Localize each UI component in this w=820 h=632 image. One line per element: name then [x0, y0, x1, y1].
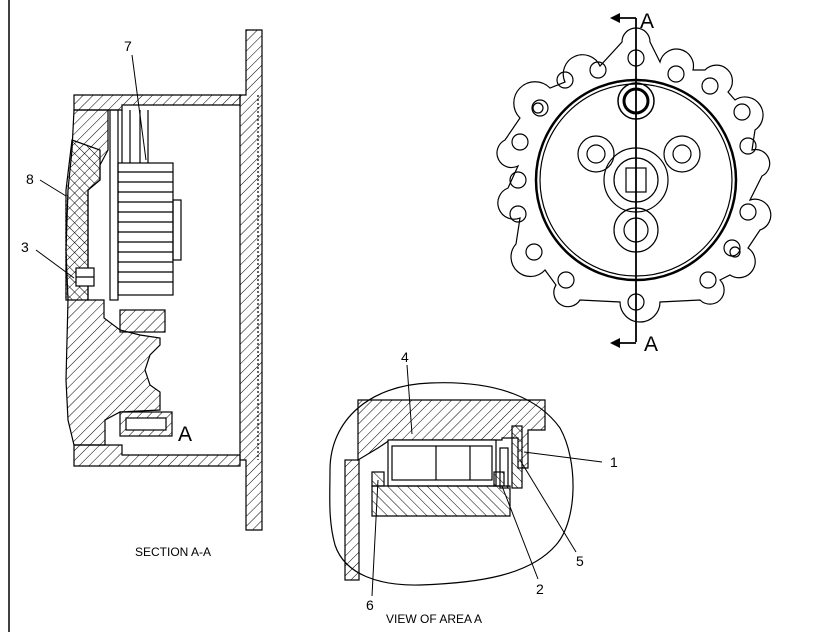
bolt-hole: [556, 71, 574, 89]
section-label-top: A: [640, 10, 654, 33]
mounting-flange-outline: [496, 27, 772, 323]
bolt-hole: [739, 203, 757, 221]
callout-4: 4: [401, 349, 409, 365]
detail-view: [329, 382, 574, 586]
section-a-a-view: [65, 29, 263, 531]
section-arrow-top-icon: [610, 13, 620, 23]
bolt-hole: [701, 77, 719, 95]
bolt-hole: [557, 271, 575, 289]
bolt-hole: [667, 65, 685, 83]
detail-leaders: [371, 364, 603, 597]
callout-2: 2: [536, 581, 544, 597]
gear-teeth: [118, 171, 173, 283]
callout-5: 5: [576, 553, 584, 569]
spacer-5: [499, 447, 509, 489]
section-label-bottom: A: [644, 333, 658, 356]
detail-boundary: [329, 382, 574, 586]
bolt-hole: [589, 61, 607, 79]
bolt-hole: [511, 133, 529, 151]
flange: [239, 29, 263, 531]
section-caption: SECTION A-A: [135, 545, 211, 559]
alignment-hole: [729, 246, 741, 258]
bolt-hole: [699, 271, 717, 289]
callout-1: 1: [610, 454, 618, 470]
top-view: [496, 17, 772, 344]
bolt-hole: [739, 137, 757, 155]
housing-bottom: [73, 444, 241, 467]
carrier-boss: [663, 135, 701, 173]
housing-cap: [65, 139, 101, 301]
ring-2: [493, 471, 505, 487]
callout-3: 3: [21, 239, 29, 255]
upper-bearing: [119, 309, 166, 333]
bolt-hole: [509, 205, 527, 223]
callout-8: 8: [26, 171, 34, 187]
section-arrow-bottom-icon: [610, 338, 620, 348]
area-marker-a: A: [178, 423, 192, 446]
alignment-hole: [532, 102, 544, 114]
bolt-hole: [509, 171, 527, 189]
callout-6: 6: [366, 597, 374, 613]
gear-7: [117, 162, 174, 296]
bolt-hole: [531, 99, 549, 117]
ring-1: [511, 425, 523, 489]
detail-caption: VIEW OF AREA A: [386, 612, 482, 626]
section-leaders: [35, 54, 147, 279]
housing-top: [73, 94, 241, 111]
bearing-4: [387, 439, 497, 487]
callout-7: 7: [124, 38, 132, 54]
bolt-hole: [733, 103, 751, 121]
detail-carrier: [371, 485, 511, 517]
carrier-boss: [577, 135, 615, 173]
bolt-hole: [525, 243, 543, 261]
